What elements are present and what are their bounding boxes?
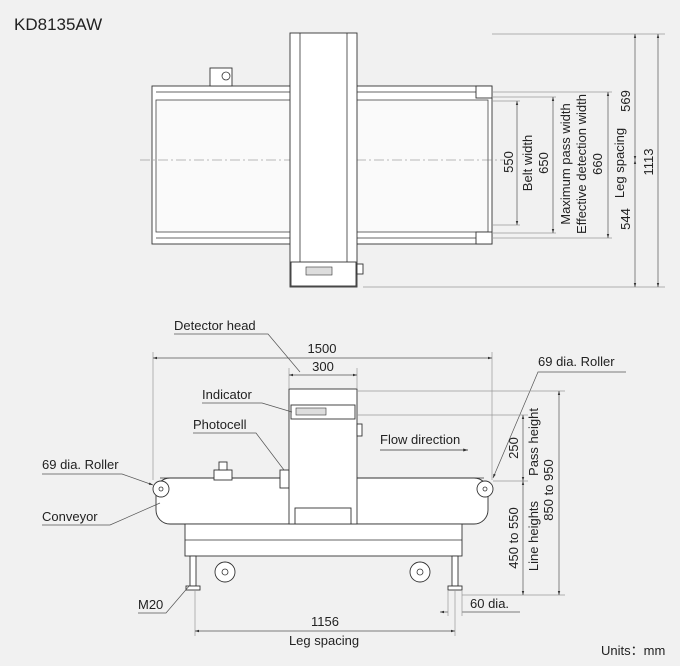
photocell-label: Photocell (193, 417, 247, 432)
dim-544: 544 (618, 208, 633, 230)
caster-left (214, 561, 236, 583)
effective-detection-width-label: Effective detection width (574, 94, 589, 234)
dim-569: 569 (618, 90, 633, 112)
side-view: Flow direction 1500 300 Detector head In… (42, 318, 626, 648)
dim-550: 550 (501, 151, 516, 173)
dim-1156: 1156 (311, 614, 339, 629)
dim-1113: 1113 (641, 149, 656, 176)
indicator-label: Indicator (202, 387, 253, 402)
line-heights-label: Line heights (526, 500, 541, 571)
dim-250: 250 (506, 437, 521, 459)
units-label: Units：mm (601, 643, 665, 658)
flow-direction-label: Flow direction (380, 432, 460, 447)
roller-right-label: 69 dia. Roller (538, 354, 615, 369)
model-title: KD8135AW (14, 15, 102, 34)
photocell-side (213, 469, 233, 481)
foot-dia-label: 60 dia. (470, 596, 509, 611)
leg-spacing-label-top: Leg spacing (612, 128, 627, 198)
dim-660: 660 (590, 153, 605, 175)
leg-spacing-label-side: Leg spacing (289, 633, 359, 648)
caster-right (409, 561, 431, 583)
dim-1500: 1500 (308, 341, 337, 356)
detector-head-top (289, 32, 358, 288)
conveyor-label: Conveyor (42, 509, 98, 524)
dim-300: 300 (312, 359, 334, 374)
belt-width-label: Belt width (520, 135, 535, 191)
roller-left (152, 480, 170, 498)
line-heights-range: 450 to 550 (506, 507, 521, 568)
roller-right (476, 480, 494, 498)
pass-height-range: 850 to 950 (541, 459, 556, 520)
pass-height-label: Pass height (526, 408, 541, 476)
dim-650: 650 (536, 152, 551, 174)
m20-label: M20 (138, 597, 163, 612)
photocell-top (209, 67, 233, 87)
top-view: 550 Belt width 650 Maximum pass width Ef… (140, 32, 665, 288)
roller-left-label: 69 dia. Roller (42, 457, 119, 472)
max-pass-width-label: Maximum pass width (558, 103, 573, 224)
detector-head-label: Detector head (174, 318, 256, 333)
